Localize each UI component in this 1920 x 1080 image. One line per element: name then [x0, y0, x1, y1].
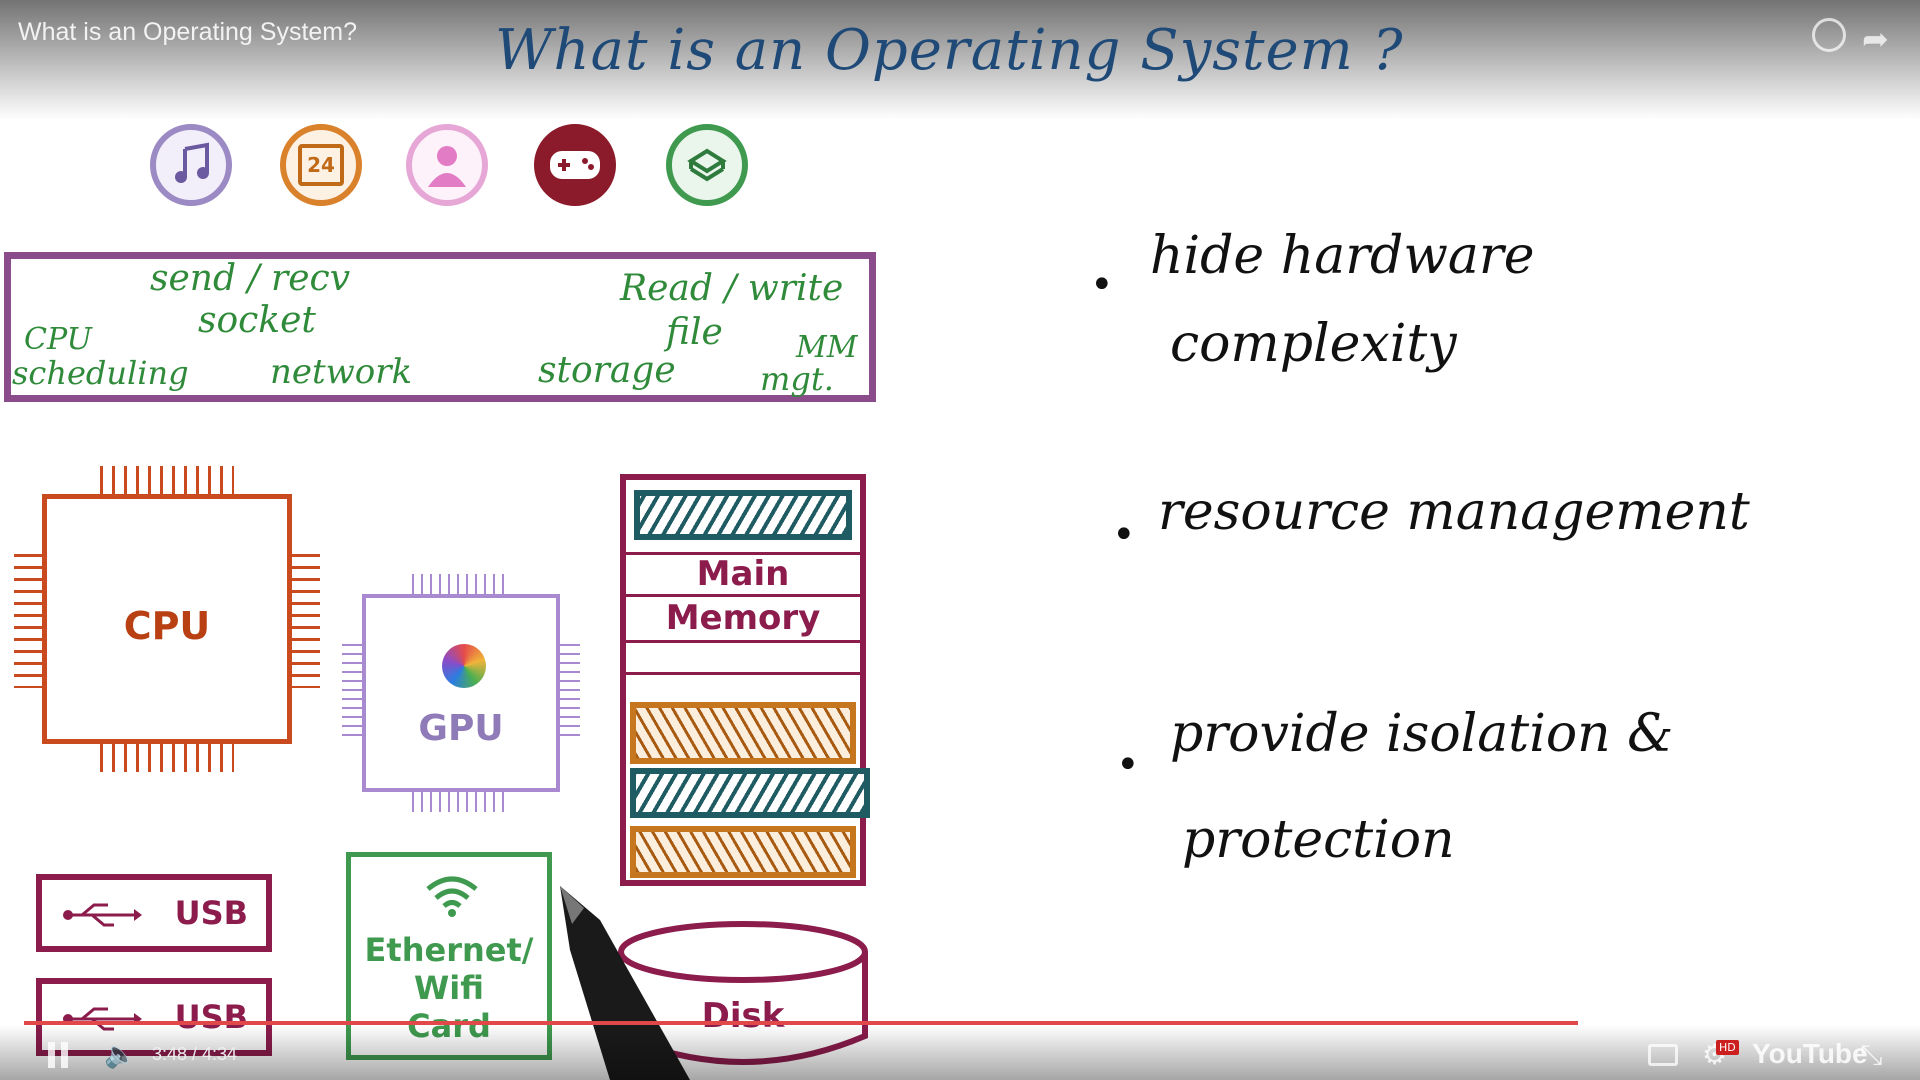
- memory-block-teal-2: [630, 768, 870, 818]
- cpu-label: CPU: [123, 604, 211, 648]
- cpu-pins-right: [292, 554, 320, 688]
- memory-block-orange-1: [630, 702, 856, 764]
- network-label-line1: Ethernet/: [364, 931, 534, 969]
- os-label-cpu: CPU: [24, 322, 92, 357]
- player-controls: [0, 1025, 1920, 1080]
- top-overlay: [0, 0, 1920, 120]
- memory-divider: [626, 640, 860, 643]
- network-label-line2: Wifi: [414, 969, 484, 1007]
- memory-divider: [626, 672, 860, 675]
- memory-block-teal-top: [634, 490, 852, 540]
- pause-button[interactable]: [46, 1042, 72, 1068]
- gpu-label: GPU: [418, 708, 504, 749]
- wifi-icon: [426, 876, 478, 917]
- memory-divider: [626, 552, 860, 555]
- cpu-pins-bottom: [100, 744, 234, 772]
- os-label-scheduling: scheduling: [12, 354, 189, 392]
- network-card-box: Ethernet/ Wifi Card: [346, 852, 552, 1060]
- bullet-3-line1: provide isolation &: [1170, 704, 1674, 764]
- user-icon: [406, 124, 488, 206]
- gpu-pins-top: [412, 574, 510, 594]
- time-display: 3:48 / 4:34: [152, 1044, 238, 1064]
- main-memory-label-line2: Memory: [665, 598, 821, 638]
- os-label-socket: socket: [198, 300, 316, 341]
- calendar-icon: 24: [280, 124, 362, 206]
- calendar-day: 24: [298, 144, 344, 186]
- bullet-dot: •: [1116, 742, 1140, 788]
- network-card-label: Ethernet/ Wifi Card: [351, 931, 547, 1045]
- usb-label-2: USB: [174, 998, 248, 1036]
- pen-icon: [560, 886, 690, 1080]
- bullet-3-line2: protection: [1182, 810, 1455, 870]
- watch-later-icon[interactable]: [1812, 18, 1846, 52]
- volume-icon[interactable]: 🔈: [104, 1040, 137, 1070]
- usb-port-1: USB: [36, 874, 272, 952]
- cpu-chip: CPU: [42, 494, 292, 744]
- os-label-file: file: [666, 312, 723, 353]
- gamepad-icon: [534, 124, 616, 206]
- pause-icon-bar: [61, 1042, 68, 1068]
- main-memory-box: Main Memory: [620, 474, 870, 886]
- storage-icon: [666, 124, 748, 206]
- board-title: What is an Operating System ?: [495, 18, 1404, 83]
- gpu-chip: GPU: [362, 594, 560, 792]
- bullet-2: resource management: [1158, 482, 1750, 542]
- cpu-pins-left: [14, 554, 42, 688]
- gpu-logo-icon: [442, 644, 486, 688]
- disk-label: Disk: [701, 996, 785, 1036]
- os-label-send-recv: send / recv: [150, 258, 351, 299]
- os-label-mm: MM: [796, 330, 858, 365]
- usb-label-1: USB: [174, 894, 248, 932]
- gpu-pins-left: [342, 644, 362, 742]
- os-label-mgt: mgt.: [760, 360, 834, 398]
- os-layer-box: [4, 252, 876, 402]
- cpu-pins-top: [100, 466, 234, 494]
- os-label-read-write: Read / write: [620, 268, 844, 309]
- main-memory-label-line1: Main: [696, 554, 790, 594]
- network-label-line3: Card: [351, 1007, 547, 1045]
- bullet-1-line1: hide hardware: [1150, 226, 1535, 286]
- bullet-dot: •: [1112, 512, 1136, 558]
- memory-divider: [626, 594, 860, 597]
- os-label-storage: storage: [538, 350, 676, 391]
- memory-block-orange-2: [630, 826, 856, 878]
- os-label-network: network: [270, 352, 413, 392]
- exit-fullscreen-icon[interactable]: ⤡: [1860, 1038, 1883, 1071]
- usb-port-2: USB: [36, 978, 272, 1056]
- captions-icon[interactable]: [1648, 1044, 1678, 1066]
- youtube-logo[interactable]: YouTube: [1752, 1038, 1868, 1069]
- gpu-pins-bottom: [412, 792, 510, 812]
- music-icon: [150, 124, 232, 206]
- bullet-dot: •: [1090, 262, 1114, 308]
- progress-played: [24, 1021, 1578, 1025]
- video-title[interactable]: What is an Operating System?: [18, 18, 358, 46]
- bullet-1-line2: complexity: [1170, 314, 1457, 374]
- hd-badge: HD: [1716, 1040, 1739, 1055]
- pause-icon: [48, 1042, 55, 1068]
- share-icon[interactable]: ➦: [1862, 20, 1889, 58]
- usb-icon: [63, 903, 142, 927]
- gpu-pins-right: [560, 644, 580, 742]
- progress-bar[interactable]: [24, 1021, 1896, 1025]
